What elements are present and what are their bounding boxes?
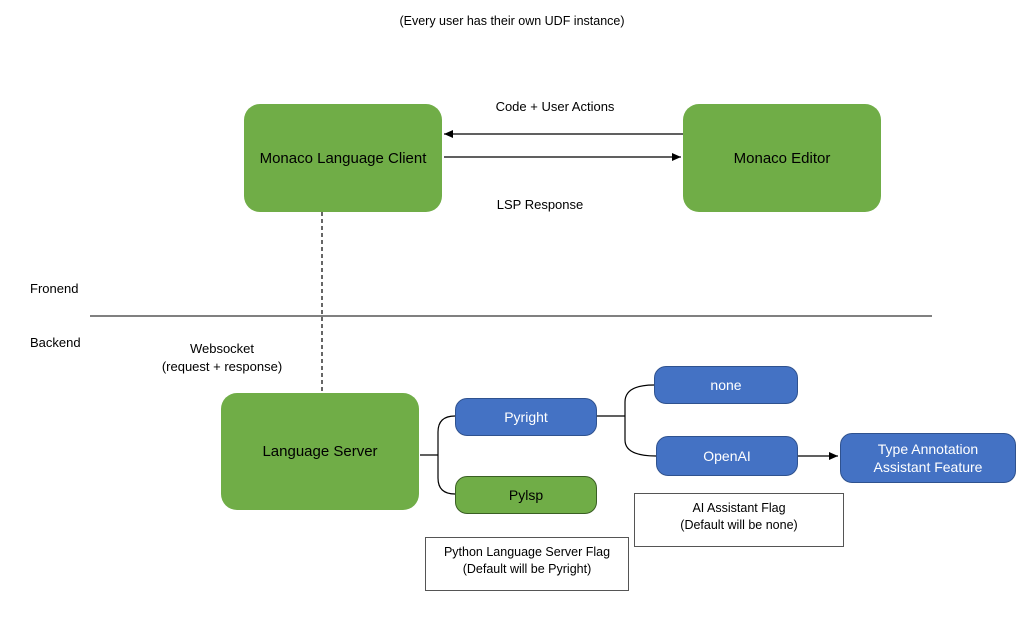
language-server-node: Language Server [221,393,419,510]
openai-node: OpenAI [656,436,798,476]
pylsp-node: Pylsp [455,476,597,514]
edge-server-to-engines [420,415,456,495]
ai-assistant-flag-note: AI Assistant Flag (Default will be none) [634,493,844,547]
language-server-label: Language Server [262,443,378,460]
pyright-label: Pyright [504,409,548,425]
header-note: (Every user has their own UDF instance) [399,14,625,28]
python-server-flag-note: Python Language Server Flag (Default wil… [425,537,629,591]
monaco-language-client-node: Monaco Language Client [244,104,442,212]
ai-assistant-flag-line1: AI Assistant Flag [692,501,786,515]
none-option-label: none [710,377,742,393]
monaco-editor-node: Monaco Editor [683,104,881,212]
monaco-language-client-label: Monaco Language Client [259,149,427,167]
ai-assistant-flag-line2: (Default will be none) [680,518,798,532]
websocket-label-line1: Websocket [189,341,255,356]
none-option-node: none [654,366,798,404]
frontend-section-label: Fronend [30,281,79,296]
openai-label: OpenAI [703,448,751,464]
type-annotation-assistant-node: Type Annotation Assistant Feature [840,433,1016,483]
type-annotation-assistant-label: Type Annotation Assistant Feature [873,441,983,475]
edge-pyright-to-flags [597,384,657,457]
backend-section-label: Backend [30,335,81,350]
lsp-response-label: LSP Response [496,197,584,212]
pyright-node: Pyright [455,398,597,436]
websocket-label: Websocket (request + response) [152,340,292,376]
python-server-flag-line2: (Default will be Pyright) [462,562,592,576]
pylsp-label: Pylsp [508,487,544,503]
websocket-label-line2: (request + response) [161,359,283,374]
code-user-actions-label: Code + User Actions [495,99,615,114]
python-server-flag-line1: Python Language Server Flag [443,545,611,559]
monaco-editor-label: Monaco Editor [733,149,831,167]
